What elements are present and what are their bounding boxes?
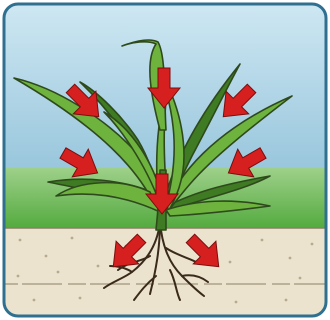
soil-icon [0,228,330,320]
